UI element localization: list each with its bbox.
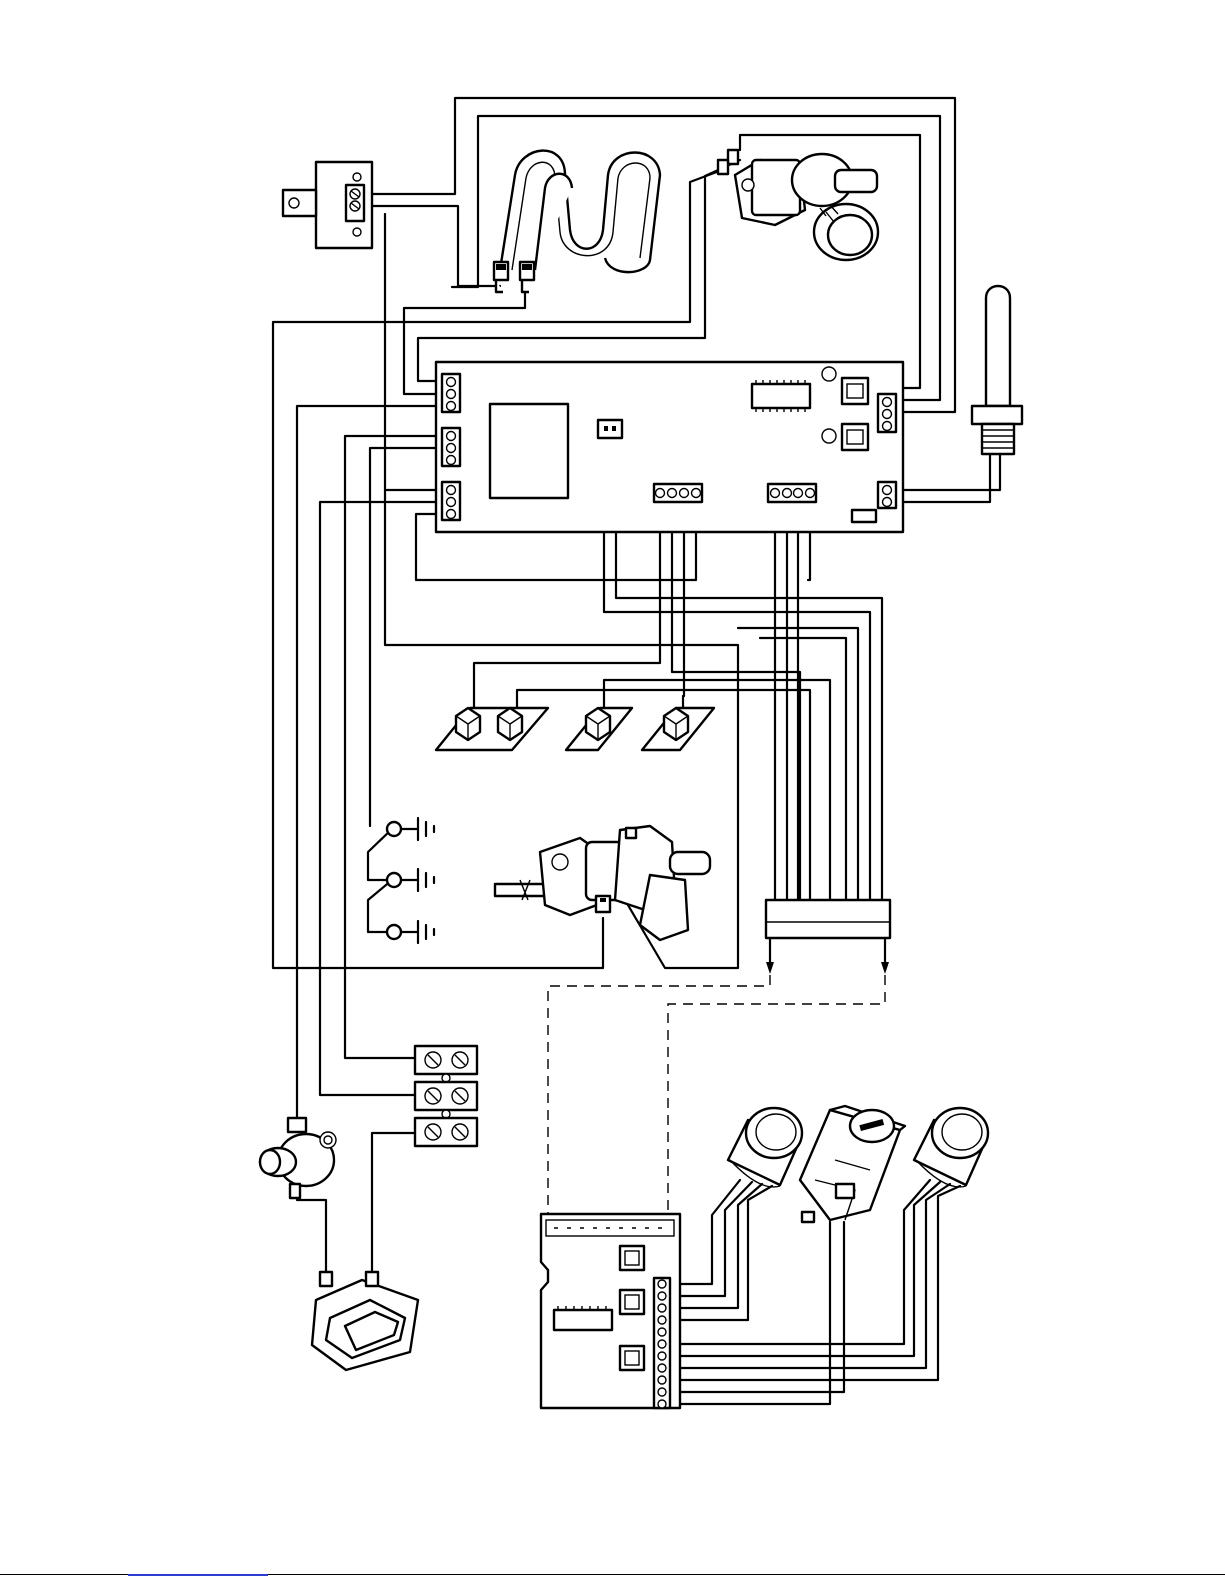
switch-double: [436, 708, 548, 750]
wire-switch-1: [474, 504, 660, 708]
wire-switch-2: [672, 504, 800, 900]
wire-board-ground: [370, 448, 444, 826]
wire-probe-a: [900, 452, 1000, 490]
wire-gas-harness-b: [760, 638, 846, 900]
connector-4pos-2: [768, 484, 816, 502]
terminal-3pos-right: [878, 394, 896, 432]
wire-thermostat-element: [372, 206, 500, 286]
rotary-selector: [800, 1106, 905, 1222]
terminal-3pos-2: [442, 428, 460, 466]
terminal-block: [415, 1046, 477, 1146]
wiring: [273, 98, 1000, 1404]
push-button-switches: [436, 708, 714, 750]
terminal-3pos-3: [442, 482, 460, 520]
wire-valve-board-b: [418, 160, 740, 381]
wire-ui-6: [664, 1182, 940, 1356]
wire-probe-b: [900, 452, 990, 502]
main-control-board: [436, 362, 903, 532]
connector-4pos-1: [654, 484, 702, 502]
wire-terminal-rocker: [372, 1133, 415, 1282]
indicator-button-right: [914, 1108, 988, 1187]
wire-board-terminal-1: [345, 436, 444, 1058]
indicator-button-left: [728, 1108, 802, 1187]
wire-harness-connector: [766, 900, 890, 974]
switch-single-1: [566, 708, 632, 750]
terminal-3pos-1: [442, 374, 460, 412]
terminal-2pos-right: [878, 482, 896, 508]
dashed-link-left: [548, 975, 770, 1214]
footer-link-underline[interactable]: [128, 1574, 268, 1576]
wire-board-terminal-2: [320, 502, 444, 1095]
user-interface-board: [541, 1214, 680, 1408]
temperature-probe: [972, 286, 1022, 454]
ground-points: [387, 818, 434, 943]
switch-single-2: [642, 708, 714, 750]
wire-switch-3: [683, 504, 684, 708]
thermal-cutoff: [260, 1118, 336, 1198]
wire-thermal-rocker: [297, 1200, 326, 1282]
thermostat-bracket: [283, 162, 372, 248]
inlet-water-valve: [718, 150, 878, 260]
heating-element: [494, 151, 660, 292]
rocker-switch: [312, 1272, 418, 1370]
